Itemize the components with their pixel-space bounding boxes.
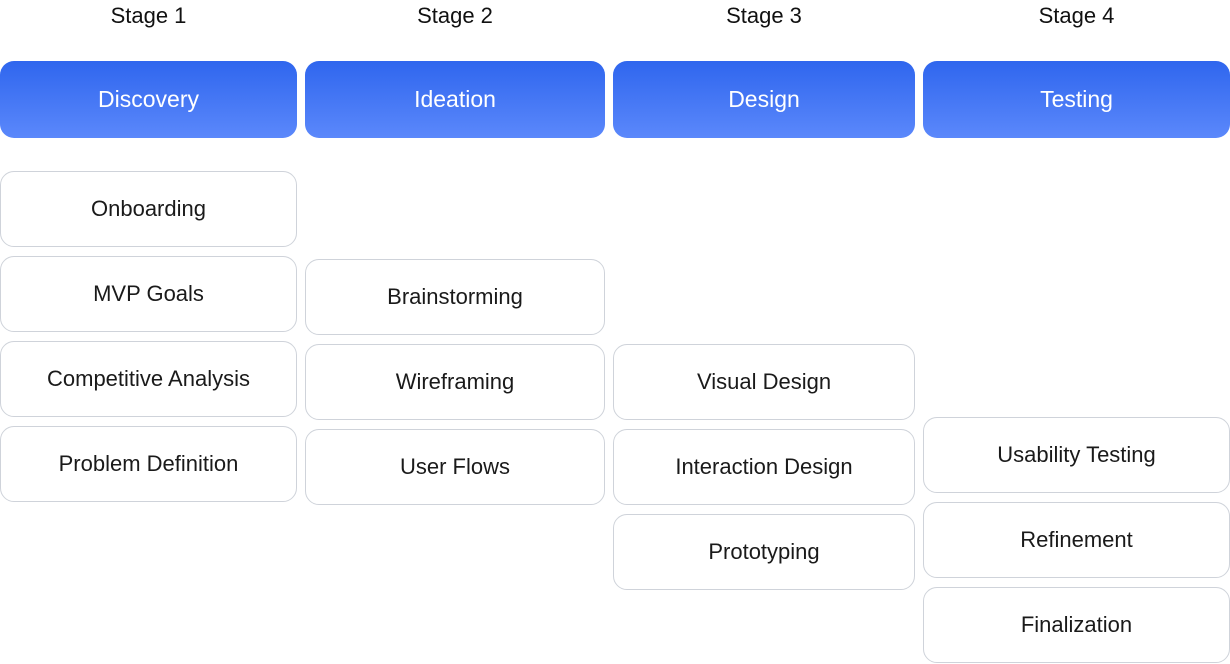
- task-card-wireframing: Wireframing: [305, 344, 605, 420]
- task-card-brainstorming: Brainstorming: [305, 259, 605, 335]
- stage-label: Stage 3: [726, 3, 802, 28]
- stage-column-3: Stage 3 Design Visual Design Interaction…: [613, 0, 915, 664]
- task-card-finalization: Finalization: [923, 587, 1230, 663]
- stage-label: Stage 2: [417, 3, 493, 28]
- task-card-refinement: Refinement: [923, 502, 1230, 578]
- stage-column-4: Stage 4 Testing Usability Testing Refine…: [923, 0, 1230, 664]
- stage-header-discovery: Discovery: [0, 61, 297, 138]
- task-card-user-flows: User Flows: [305, 429, 605, 505]
- task-card-usability-testing: Usability Testing: [923, 417, 1230, 493]
- task-card-prototyping: Prototyping: [613, 514, 915, 590]
- task-card-interaction-design: Interaction Design: [613, 429, 915, 505]
- stage-column-2: Stage 2 Ideation Brainstorming Wireframi…: [305, 0, 605, 664]
- task-card-visual-design: Visual Design: [613, 344, 915, 420]
- stage-header-testing: Testing: [923, 61, 1230, 138]
- stage-header-ideation: Ideation: [305, 61, 605, 138]
- task-card-onboarding: Onboarding: [0, 171, 297, 247]
- stage-label: Stage 4: [1038, 3, 1115, 28]
- stage-header-design: Design: [613, 61, 915, 138]
- stage-column-1: Stage 1 Discovery Onboarding MVP Goals C…: [0, 0, 297, 664]
- task-card-mvp-goals: MVP Goals: [0, 256, 297, 332]
- stage-label: Stage 1: [110, 3, 187, 28]
- task-card-problem-definition: Problem Definition: [0, 426, 297, 502]
- task-card-competitive-analysis: Competitive Analysis: [0, 341, 297, 417]
